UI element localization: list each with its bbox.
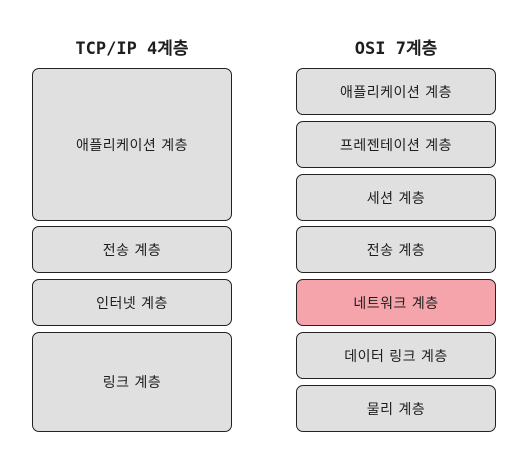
osi-physical-layer: 물리 계층 — [296, 385, 496, 432]
tcpip-title: TCP/IP 4계층 — [75, 39, 189, 59]
osi-title: OSI 7계층 — [354, 39, 438, 59]
tcpip-transport-layer: 전송 계층 — [32, 226, 232, 273]
osi-application-layer: 애플리케이션 계층 — [296, 68, 496, 115]
tcpip-application-layer: 애플리케이션 계층 — [32, 68, 232, 221]
osi-session-layer: 세션 계층 — [296, 174, 496, 221]
osi-presentation-layer: 프레젠테이션 계층 — [296, 121, 496, 168]
tcpip-internet-layer: 인터넷 계층 — [32, 279, 232, 326]
tcpip-link-layer: 링크 계층 — [32, 332, 232, 432]
osi-network-layer: 네트워크 계층 — [296, 279, 496, 326]
osi-transport-layer: 전송 계층 — [296, 226, 496, 273]
osi-data-link-layer: 데이터 링크 계층 — [296, 332, 496, 379]
